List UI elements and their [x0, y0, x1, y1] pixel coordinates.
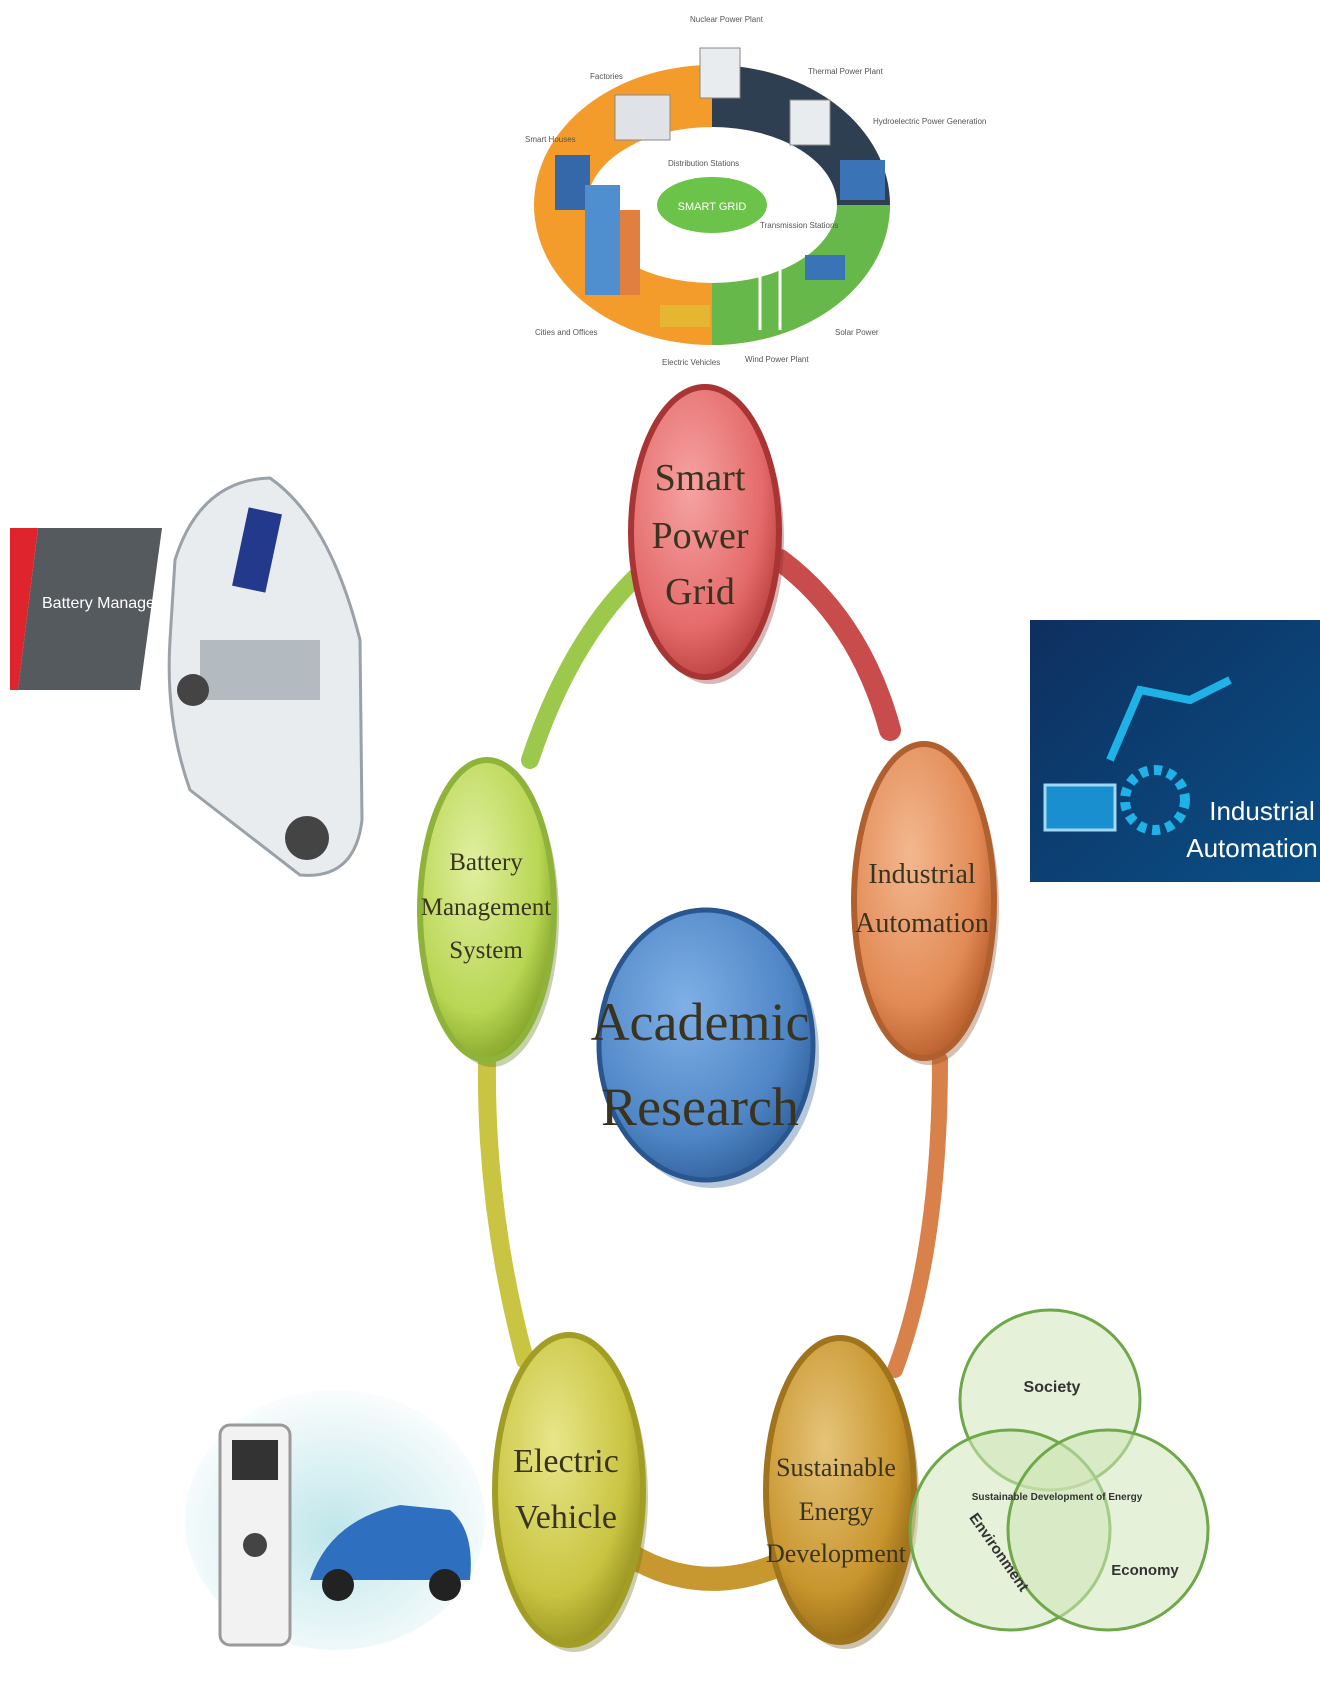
node-industrial-automation-line1: Industrial — [868, 859, 976, 890]
sustainability-venn: Society Economy Environment Sustainable … — [908, 1308, 1210, 1632]
node-sustainable-energy-development: Sustainable Energy Development — [763, 1335, 919, 1649]
connector-bms-grid — [521, 566, 647, 769]
node-electric-vehicle-line2: Vehicle — [515, 1499, 617, 1536]
label-hydro: Hydroelectric Power Generation — [873, 117, 986, 126]
ev-car-icon — [660, 305, 710, 327]
ev-charging-image — [185, 1390, 485, 1650]
electric-car-wheel-icon — [322, 1569, 354, 1601]
robot-arm-icon — [1106, 676, 1232, 762]
center-label-line2: Research — [601, 1077, 799, 1137]
gear-icon — [1120, 765, 1190, 835]
node-smart-power-grid-line2: Power — [651, 515, 748, 557]
node-sustainable-line3: Development — [766, 1539, 907, 1568]
label-transmission: Transmission Stations — [760, 221, 838, 230]
node-bms-line3: System — [449, 937, 523, 964]
venn-circle-economy — [1006, 1428, 1210, 1632]
hydro-dam-icon — [840, 160, 885, 200]
bms-banner — [18, 528, 162, 690]
label-ev: Electric Vehicles — [662, 358, 720, 367]
electric-car-icon — [310, 1505, 471, 1580]
label-wind: Wind Power Plant — [745, 355, 809, 364]
node-sustainable-line1: Sustainable — [776, 1453, 896, 1482]
city-building-icon-2 — [620, 210, 640, 295]
connector-grid-industrial — [769, 549, 901, 741]
connector-sustainable-ev — [618, 1543, 802, 1591]
node-industrial-automation: Industrial Automation — [851, 741, 999, 1065]
city-building-icon — [585, 185, 620, 295]
node-industrial-automation-line2: Automation — [855, 908, 989, 939]
center-node: Academic Research — [591, 907, 819, 1188]
node-battery-management-system: Battery Management System — [417, 757, 559, 1067]
bms-sunroof-icon — [232, 507, 282, 593]
factory-icon — [614, 94, 671, 141]
node-electric-vehicle-line1: Electric — [513, 1443, 619, 1480]
bms-red-stripe — [10, 528, 38, 690]
bms-battery-pack-icon — [200, 640, 320, 700]
node-sustainable-line2: Energy — [799, 1497, 874, 1526]
thermal-plant-icon — [789, 99, 831, 146]
smart-house-icon — [555, 155, 590, 210]
label-thermal: Thermal Power Plant — [808, 67, 883, 76]
charger-plug-icon — [243, 1533, 267, 1557]
electric-car-wheel-icon-2 — [429, 1569, 461, 1601]
node-smart-power-grid-line3: Grid — [665, 571, 735, 613]
smart-grid-illustration: SMART GRID Nuclear Power Plant Thermal P… — [525, 15, 986, 367]
connector-ring — [477, 549, 948, 1591]
center-label-line1: Academic — [591, 992, 810, 1052]
nuclear-plant-icon — [699, 47, 741, 99]
industrial-automation-image: Industrial Automation — [1030, 620, 1320, 882]
label-nuclear: Nuclear Power Plant — [690, 15, 764, 24]
venn-label-center: Sustainable Development of Energy — [972, 1492, 1143, 1503]
charger-screen-icon — [232, 1440, 278, 1480]
venn-label-economy: Economy — [1111, 1562, 1179, 1579]
node-smart-power-grid: Smart Power Grid — [628, 384, 784, 684]
node-bms-line1: Battery — [449, 849, 523, 876]
bms-wheel-icon-2 — [177, 674, 209, 706]
smart-grid-center-badge — [657, 177, 767, 233]
solar-panel-icon — [805, 255, 845, 280]
label-distribution: Distribution Stations — [668, 159, 739, 168]
smart-grid-center-label: SMART GRID — [678, 201, 747, 213]
industrial-image-line1: Industrial — [1209, 796, 1315, 826]
label-factories: Factories — [590, 72, 623, 81]
bms-wheel-icon — [285, 816, 329, 860]
center-circle — [596, 907, 816, 1183]
monitor-icon — [1043, 783, 1117, 832]
venn-label-society: Society — [1024, 1379, 1081, 1396]
node-electric-vehicle: Electric Vehicle — [492, 1332, 648, 1652]
connector-ev-bms — [477, 1051, 534, 1369]
label-smart-houses: Smart Houses — [525, 135, 576, 144]
label-cities: Cities and Offices — [535, 328, 598, 337]
industrial-image-line2: Automation — [1186, 833, 1318, 863]
connector-industrial-sustainable — [887, 1052, 948, 1378]
label-solar: Solar Power — [835, 328, 879, 337]
bms-illustration: Battery Management Systems — [10, 476, 364, 877]
node-smart-power-grid-line1: Smart — [655, 457, 746, 499]
node-bms-line2: Management — [421, 894, 552, 921]
